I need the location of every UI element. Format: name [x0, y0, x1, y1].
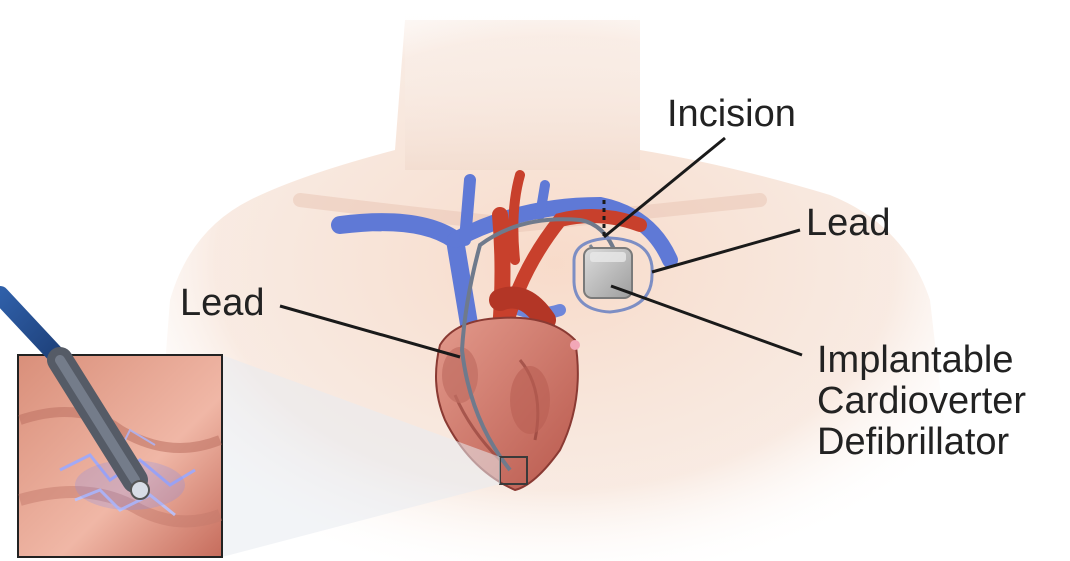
lead-label-right: Lead: [806, 203, 891, 244]
icd-label: Implantable Cardioverter Defibrillator: [817, 340, 1026, 463]
icd-label-line-1: Implantable: [817, 340, 1026, 381]
lead-label-left: Lead: [180, 283, 265, 324]
icd-label-line-2: Cardioverter: [817, 381, 1026, 422]
incision-label: Incision: [667, 94, 796, 135]
icd-label-line-3: Defibrillator: [817, 422, 1026, 463]
